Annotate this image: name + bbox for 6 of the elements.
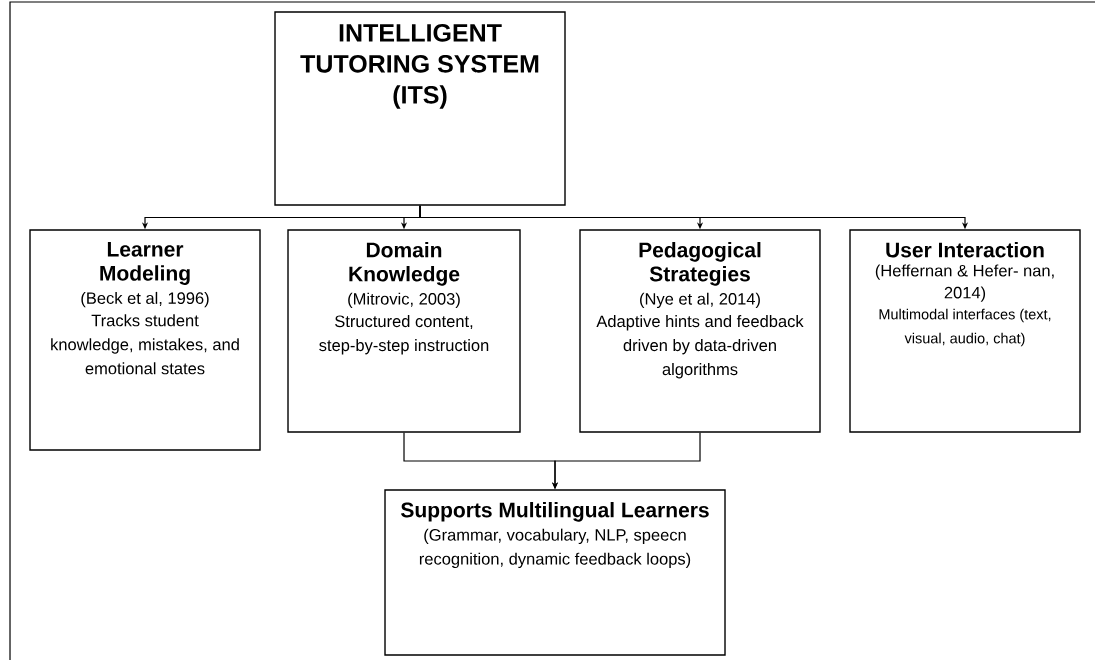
component-box: Learner Modeling (Beck et al, 1996) Tracks student knowledge, mistakes, and emotional states [29,229,261,451]
component-box: Domain Knowledge (Mitrovic, 2003) Structured content, step-by-step instruction [287,229,521,433]
title-box: INTELLIGENT TUTORING SYSTEM (ITS) [274,11,566,206]
component-box: User Interaction (Heffernan & Hefer- nan, 2014) Multimodal interfaces (text, visual, audio, chat) [849,229,1081,433]
component-box: Pedagogical Strategies (Nye et al, 2014) Adaptive hints and feedback driven by data-driven algorithms [579,229,821,433]
outcome-box: Supports Multilingual Learners (Grammar, vocabulary, NLP, speecn recognition, dynamic feedback loops) [384,489,726,656]
